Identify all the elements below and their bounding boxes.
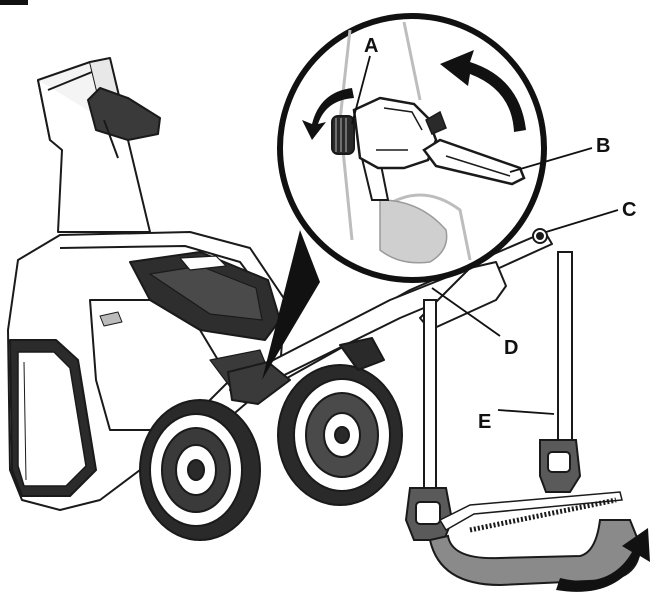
upper-handle-tube-right xyxy=(539,251,582,493)
snowblower-body xyxy=(7,57,286,511)
loosen-arrow-icon xyxy=(302,88,354,140)
handle-grip-bar xyxy=(428,519,642,587)
callout-label-e: E xyxy=(478,411,491,433)
front-wheel xyxy=(277,364,403,506)
callout-label-d: D xyxy=(504,337,518,359)
callout-label-a: A xyxy=(364,35,378,57)
lift-lever-arrow-icon xyxy=(440,50,526,132)
lock-knob xyxy=(331,115,355,155)
zoom-cone xyxy=(262,230,320,380)
callout-label-b: B xyxy=(596,135,610,157)
lower-handle-frame xyxy=(227,228,553,405)
callout-leaders xyxy=(351,55,619,415)
bail-lever xyxy=(438,491,623,532)
callout-label-c: C xyxy=(622,199,636,221)
zoom-detail-inset xyxy=(277,13,547,283)
rear-wheel xyxy=(139,399,261,541)
rotate-arrow-icon xyxy=(556,528,650,592)
upper-handle-tube-left xyxy=(404,299,454,541)
corner-mark xyxy=(0,0,28,5)
